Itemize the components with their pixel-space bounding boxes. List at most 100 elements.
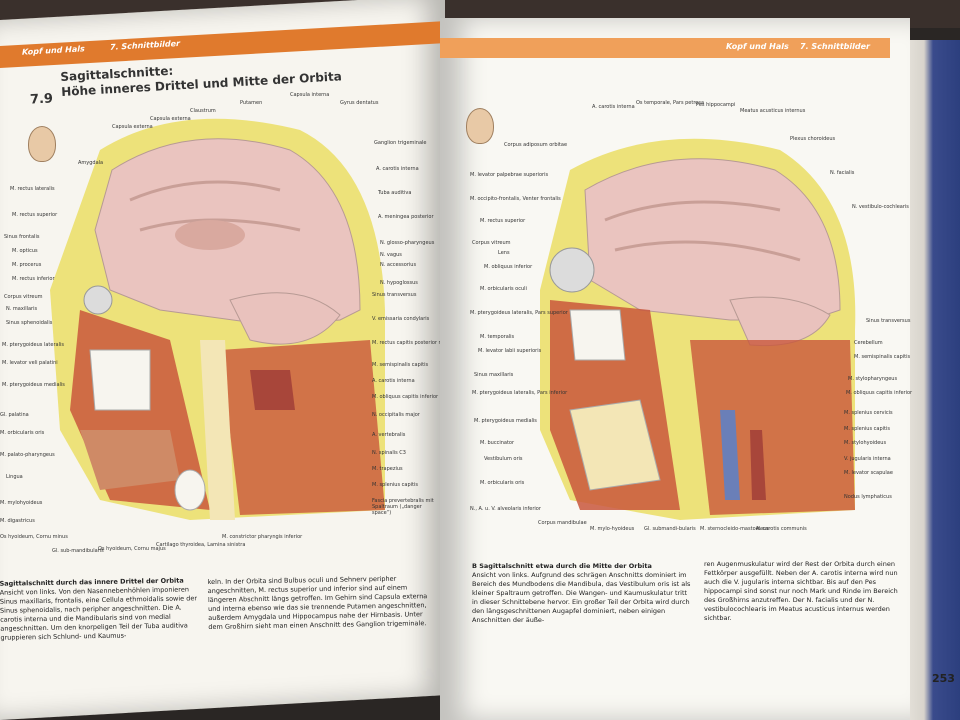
right-sagittal-section-illustration [540, 138, 856, 520]
label-cartilago-thyroidea: Cartilago thyroidea, Lamina sinistra [156, 542, 246, 548]
label-m-levator-veli-palatini: M. levator veli palatini [2, 360, 58, 366]
label-r-m-obliquus-inferior: M. obliquus inferior [484, 264, 533, 270]
label-r-m-splenius-cervicis: M. splenius cervicis [844, 410, 893, 416]
label-r-os-temporale: Os temporale, Pars petrosa [636, 100, 705, 106]
label-m-mylohyoideus: M. mylohyoideus [0, 500, 43, 506]
label-m-procerus: M. procerus [12, 262, 42, 268]
label-fascia-prevertebralis: Fascia prevertebralis mit Spaltraum („da… [372, 498, 434, 516]
label-gl-submandibularis: Gl. sub-mandibularis [52, 548, 104, 554]
label-r-lens: Lens [498, 250, 510, 256]
label-m-trapezius: M. trapezius [372, 466, 403, 472]
label-r-m-sternocleidomastoideus: M. sternocleido-mastoideus [700, 526, 770, 532]
left-sagittal-section-illustration [50, 118, 385, 520]
label-r-nodus-lymphaticus: Nodus lymphaticus [844, 494, 892, 500]
left-caption-col1: Sagittalschnitt durch das innere Drittel… [0, 576, 201, 642]
page-number: 253 [932, 672, 955, 685]
label-m-rectus-capitis-posterior-major: M. rectus capitis posterior major [372, 340, 453, 346]
label-r-corpus-adiposum-orbitae: Corpus adiposum orbitae [504, 142, 568, 148]
right-caption-col1: B Sagittalschnitt etwa durch die Mitte d… [472, 562, 694, 625]
label-n-maxillaris: N. maxillaris [6, 306, 38, 312]
label-a-carotis-interna-1: A. carotis interna [376, 166, 419, 172]
label-r-n-a-v-alveolaris: N., A. u. V. alveolaris inferior [470, 506, 541, 512]
label-r-m-levator-labii: M. levator labii superioris [478, 348, 542, 354]
head-orientation-icon [28, 126, 56, 162]
label-r-a-carotis-interna: A. carotis interna [592, 104, 635, 110]
figure-number: 7.9 [29, 91, 54, 108]
label-m-rectus-superior: M. rectus superior [12, 212, 58, 218]
book-cover-edge [900, 40, 960, 720]
label-r-plexus-choroideus: Plexus choroideus [790, 136, 836, 142]
label-gyrus-dentatus: Gyrus dentatus [340, 100, 379, 106]
label-r-gl-submandibularis: Gl. submandi-bularis [644, 526, 696, 532]
label-n-spinalis-c3: N. spinalis C3 [372, 450, 406, 456]
label-m-constrictor-pharyngis-inferior: M. constrictor pharyngis inferior [222, 534, 303, 540]
label-capsula-externa-1: Capsula externa [112, 124, 153, 130]
label-m-splenius-capitis: M. splenius capitis [372, 482, 418, 488]
label-claustrum: Claustrum [190, 108, 216, 114]
label-m-opticus: M. opticus [12, 248, 38, 254]
label-r-m-orbicularis-oculi: M. orbicularis oculi [480, 286, 527, 292]
label-r-m-stylohyoideus: M. stylohyoideus [844, 440, 887, 446]
label-r-m-occipitofrontalis: M. occipito-frontalis, Venter frontalis [470, 196, 561, 202]
right-caption-text-1: Ansicht von links. Aufgrund des schrägen… [472, 571, 691, 624]
label-r-cerebellum: Cerebellum [854, 340, 883, 346]
label-r-m-orbicularis-oris: M. orbicularis oris [480, 480, 525, 486]
label-r-meatus-acusticus-internus: Meatus acusticus internus [740, 108, 806, 114]
label-m-digastricus: M. digastricus [0, 518, 35, 524]
head-orientation-icon-right [466, 108, 494, 144]
label-a-meningea-posterior: A. meningea posterior [378, 214, 434, 220]
label-capsula-externa-2: Capsula externa [150, 116, 191, 122]
label-capsula-interna: Capsula interna [290, 92, 330, 98]
label-r-m-rectus-superior: M. rectus superior [480, 218, 526, 224]
label-r-sinus-transversus: Sinus transversus [866, 318, 911, 324]
label-a-carotis-interna-2: A. carotis interna [372, 378, 415, 384]
label-m-palatopharyngeus: M. palato-pharyngeus [0, 452, 55, 458]
right-caption-col2: ren Augenmuskulatur wird der Rest der Or… [704, 560, 900, 623]
label-r-m-buccinator: M. buccinator [480, 440, 515, 446]
label-r-m-levator-scapulae: M. levator scapulae [844, 470, 893, 476]
label-r-m-splenius-capitis: M. splenius capitis [844, 426, 890, 432]
label-m-orbicularis-oris: M. orbicularis oris [0, 430, 45, 436]
left-caption-text-1: Ansicht von links. Von den Nasennebenhöh… [0, 585, 198, 642]
label-sinus-frontalis: Sinus frontalis [4, 234, 40, 240]
right-running-header: Kopf und Hals 7. Schnittbilder [440, 38, 890, 58]
right-header-section: Kopf und Hals [726, 42, 789, 51]
label-n-hypoglossus: N. hypoglossus [380, 280, 418, 286]
label-m-obliquus-capitis-inferior: M. obliquus capitis inferior [372, 394, 439, 400]
label-r-corpus-vitreum: Corpus vitreum [472, 240, 511, 246]
label-m-rectus-lateralis: M. rectus lateralis [10, 186, 55, 192]
label-os-hyoideum-cornu-majus: Os hyoideum, Cornu majus [98, 546, 166, 552]
label-r-sinus-maxillaris: Sinus maxillaris [474, 372, 514, 378]
label-lingua: Lingua [6, 474, 23, 480]
label-r-m-stylopharyngeus: M. stylopharyngeus [848, 376, 898, 382]
left-caption-col2: keln. In der Orbita sind Bulbus oculi un… [208, 574, 439, 632]
label-n-occipitalis-major: N. occipitalis major [372, 412, 420, 418]
label-r-m-obliquus-capitis-inferior: M. obliquus capitis inferior [846, 390, 913, 396]
label-sinus-sphenoidalis: Sinus sphenoidalis [6, 320, 53, 326]
label-amygdala: Amygdala [78, 160, 104, 166]
label-n-accessorius: N. accessorius [380, 262, 417, 268]
label-r-m-pterygoideus-lateralis-inf: M. pterygoideus lateralis, Pars inferior [472, 390, 568, 396]
label-r-n-facialis: N. facialis [830, 170, 855, 176]
label-os-hyoideum-cornu-minus: Os hyoideum, Cornu minus [0, 534, 68, 540]
left-header-chapter: 7. Schnittbilder [110, 38, 180, 52]
label-r-n-vestibulocochlearis: N. vestibulo-cochlearis [852, 204, 909, 210]
label-n-glossopharyngeus: N. glosso-pharyngeus [380, 240, 435, 246]
label-m-semispinalis-capitis: M. semispinalis capitis [372, 362, 429, 368]
label-r-m-levator-palpebrae: M. levator palpebrae superioris [470, 172, 549, 178]
label-corpus-vitreum: Corpus vitreum [4, 294, 43, 300]
left-header-section: Kopf und Hals [22, 44, 85, 57]
right-header-chapter: 7. Schnittbilder [800, 42, 870, 51]
label-m-pterygoideus-lateralis: M. pterygoideus lateralis [2, 342, 64, 348]
label-m-pterygoideus-medialis: M. pterygoideus medialis [2, 382, 65, 388]
label-n-vagus: N. vagus [380, 252, 402, 258]
label-r-m-pterygoideus-lateralis-sup: M. pterygoideus lateralis, Pars superior [470, 310, 568, 316]
right-caption-title: B Sagittalschnitt etwa durch die Mitte d… [472, 562, 652, 570]
label-putamen: Putamen [240, 100, 263, 106]
right-caption-text-2: ren Augenmuskulatur wird der Rest der Or… [704, 560, 898, 622]
label-r-a-carotis-communis: A. carotis communis [756, 526, 807, 532]
label-r-m-pterygoideus-medialis: M. pterygoideus medialis [474, 418, 537, 424]
label-ganglion-trigeminale: Ganglion trigeminale [374, 140, 427, 146]
label-m-rectus-inferior: M. rectus inferior [12, 276, 55, 282]
